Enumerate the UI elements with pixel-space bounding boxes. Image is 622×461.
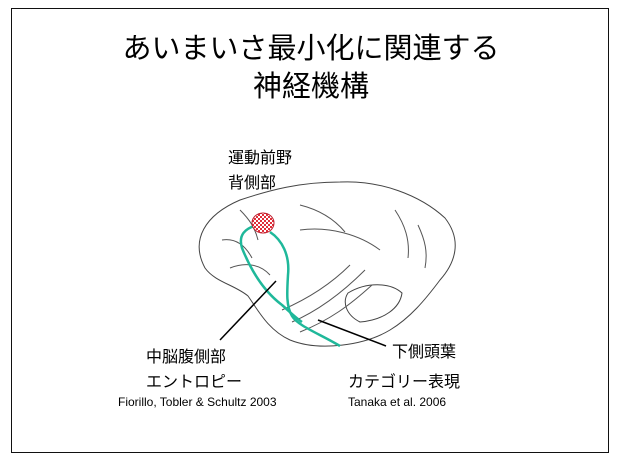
sulcus <box>291 269 366 323</box>
label-midbrain-line2: エントロピー <box>146 372 243 391</box>
sulcus <box>299 228 381 251</box>
label-temporal-line1: 下側頭葉 <box>392 342 457 361</box>
label-midbrain-line1: 中脳腹側部 <box>146 347 227 366</box>
sulcus <box>417 224 427 269</box>
sulcus <box>221 239 253 259</box>
cerebellum <box>344 284 403 323</box>
citation-temporal: Tanaka et al. 2006 <box>348 395 447 409</box>
dopamine-pathway <box>269 230 341 348</box>
citation-midbrain: Fiorillo, Tobler & Schultz 2003 <box>118 395 277 409</box>
label-temporal-line2: カテゴリー表現 <box>348 372 461 391</box>
sulcus <box>299 284 373 333</box>
sulcus <box>281 264 351 311</box>
sulcus <box>394 209 409 259</box>
sulcus <box>229 264 271 276</box>
slide-title-line1: あいまいさ最小化に関連する <box>122 31 500 65</box>
label-premotor-line1: 運動前野 <box>228 148 293 167</box>
leader-line-midbrain <box>219 280 277 341</box>
slide-frame <box>11 8 609 453</box>
premotor-spot <box>251 212 275 234</box>
brain-outline <box>198 181 456 347</box>
leader-line-temporal <box>317 319 387 347</box>
slide-title-line2: 神経機構 <box>252 69 369 103</box>
sulcus <box>299 204 346 233</box>
label-premotor-line2: 背側部 <box>228 173 277 192</box>
